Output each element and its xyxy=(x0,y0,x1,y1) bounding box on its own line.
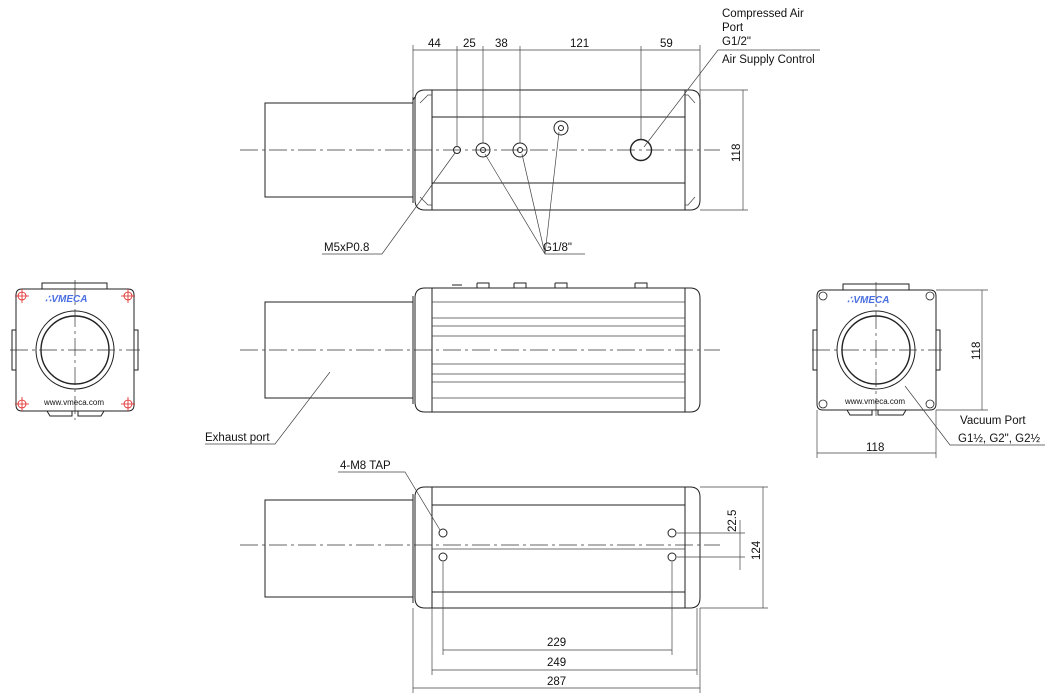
dim-249: 249 xyxy=(547,657,566,669)
dim-287: 287 xyxy=(547,676,566,688)
dim-229: 229 xyxy=(547,637,566,649)
vacuum-port-label: Vacuum Port xyxy=(960,415,1026,427)
m5-label: M5xP0.8 xyxy=(324,242,369,254)
vmeca-logo-right: ∴VMECA xyxy=(847,295,889,306)
dim-124: 124 xyxy=(751,540,763,560)
dim-44: 44 xyxy=(428,38,441,50)
dim-121: 121 xyxy=(570,38,589,50)
dim-118-top: 118 xyxy=(731,144,743,162)
compressed-air-label-2: Port xyxy=(722,22,744,34)
tap-label: 4-M8 TAP xyxy=(340,460,391,472)
bottom-view: 4-M8 TAP 22.5 124 229 249 287 xyxy=(240,460,768,693)
dim-22-5: 22.5 xyxy=(727,510,739,532)
vmeca-url-right: www.vmeca.com xyxy=(844,397,905,406)
air-supply-control-label: Air Supply Control xyxy=(722,54,815,66)
vmeca-logo: ∴VMECA xyxy=(45,294,87,305)
vmeca-url: www.vmeca.com xyxy=(43,398,104,407)
dim-59: 59 xyxy=(660,38,673,50)
left-end-view: ∴VMECA www.vmeca.com xyxy=(10,280,140,420)
side-view: Exhaust port xyxy=(205,282,720,445)
g18-label: G1/8" xyxy=(543,242,572,254)
dim-118-end-height: 118 xyxy=(971,342,983,360)
compressed-air-label: Compressed Air xyxy=(722,8,804,20)
dim-25: 25 xyxy=(463,38,476,50)
dim-38: 38 xyxy=(495,38,508,50)
top-view: 44 25 38 121 59 118 Compressed Air Port … xyxy=(240,8,820,255)
vacuum-port-sizes: G1½, G2", G2½ xyxy=(958,433,1040,445)
exhaust-port-label: Exhaust port xyxy=(205,432,270,444)
dim-118-end-width: 118 xyxy=(866,442,884,454)
right-end-view: ∴VMECA www.vmeca.com 118 118 Vacuum Port… xyxy=(812,282,1045,458)
compressed-air-thread: G1/2" xyxy=(722,36,751,48)
